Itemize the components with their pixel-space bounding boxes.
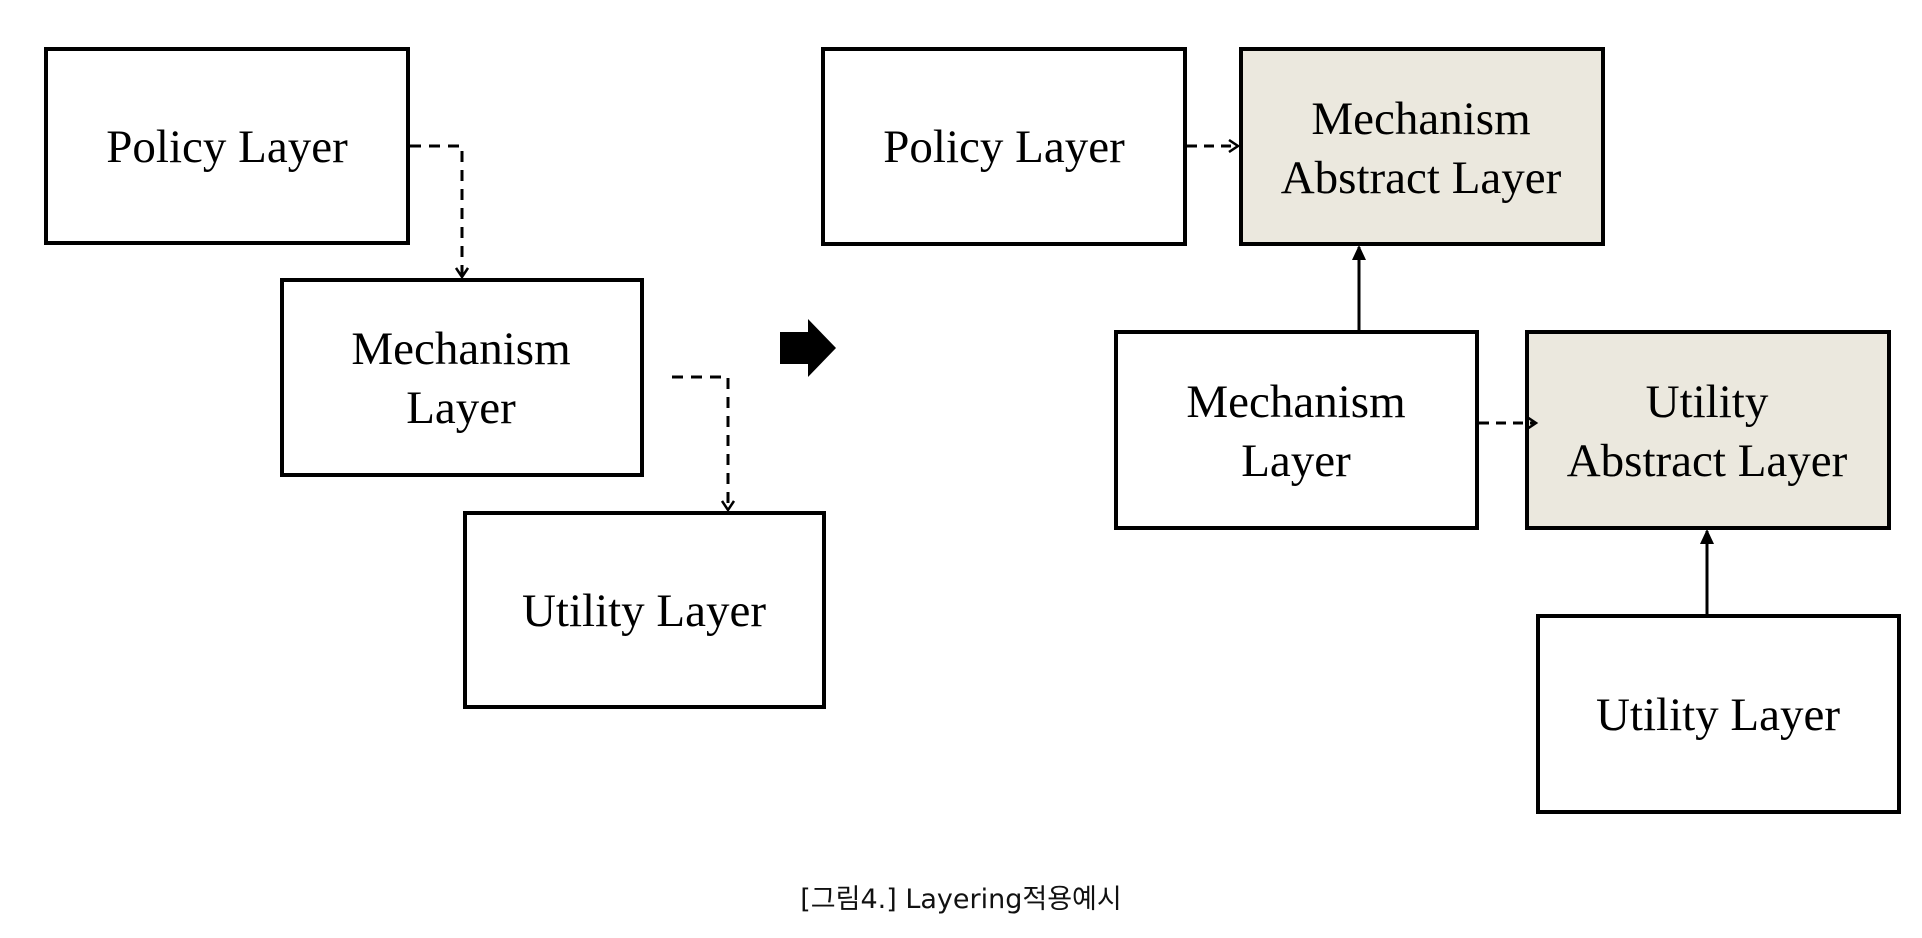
after-mechanism-abstract-layer-label-line1: Mechanism xyxy=(1311,93,1530,145)
before-utility-layer-label: Utility Layer xyxy=(522,585,766,637)
after-utility-abstract-layer-rect xyxy=(1525,330,1891,530)
before-mechanism-layer-label-line1: Mechanism xyxy=(351,323,570,375)
after-utility-abstract-layer-box: Utility Abstract Layer xyxy=(1525,330,1891,530)
after-policy-layer-label: Policy Layer xyxy=(883,121,1125,173)
before-mechanism-layer-label-line2: Layer xyxy=(406,382,516,434)
before-policy-layer-box: Policy Layer xyxy=(44,47,410,245)
after-mechanism-layer-label-line2: Layer xyxy=(1241,435,1351,487)
right-arrow-icon xyxy=(780,319,836,377)
before-policy-to-mechanism-dependency-arrow xyxy=(410,144,462,276)
before-mechanism-layer-box: Mechanism Layer xyxy=(280,278,644,477)
after-utility-abstract-layer-label-line1: Utility xyxy=(1646,376,1769,428)
after-policy-layer-box: Policy Layer xyxy=(821,47,1187,246)
before-utility-layer-rect xyxy=(463,511,826,709)
after-mechanism-layer-rect xyxy=(1114,330,1479,530)
after-utility-layer-rect xyxy=(1536,614,1901,814)
before-policy-layer-rect xyxy=(44,47,410,245)
before-utility-layer-box: Utility Layer xyxy=(463,511,826,709)
after-policy-layer-rect xyxy=(821,47,1187,246)
after-mechanism-layer-label-line1: Mechanism xyxy=(1186,376,1405,428)
after-utility-layer-label: Utility Layer xyxy=(1596,689,1840,741)
before-layering: Policy Layer Mechanism Layer Utility Lay… xyxy=(44,47,826,709)
after-mechanism-abstract-layer-label-line2: Abstract Layer xyxy=(1281,152,1562,204)
after-utility-layer-box: Utility Layer xyxy=(1536,614,1901,814)
before-policy-layer-label: Policy Layer xyxy=(106,121,348,173)
before-mechanism-layer-rect xyxy=(280,278,644,477)
figure-caption: [그림4.] Layering적용예시 xyxy=(800,884,1122,915)
before-mechanism-to-utility-dependency-arrow xyxy=(672,375,728,509)
after-layering: Policy Layer Mechanism Abstract Layer Me… xyxy=(821,47,1901,814)
after-mechanism-abstract-layer-box: Mechanism Abstract Layer xyxy=(1239,47,1605,246)
after-utility-abstract-layer-label-line2: Abstract Layer xyxy=(1567,435,1848,487)
after-mechanism-abstract-layer-rect xyxy=(1239,47,1605,246)
after-mechanism-layer-box: Mechanism Layer xyxy=(1114,330,1479,530)
